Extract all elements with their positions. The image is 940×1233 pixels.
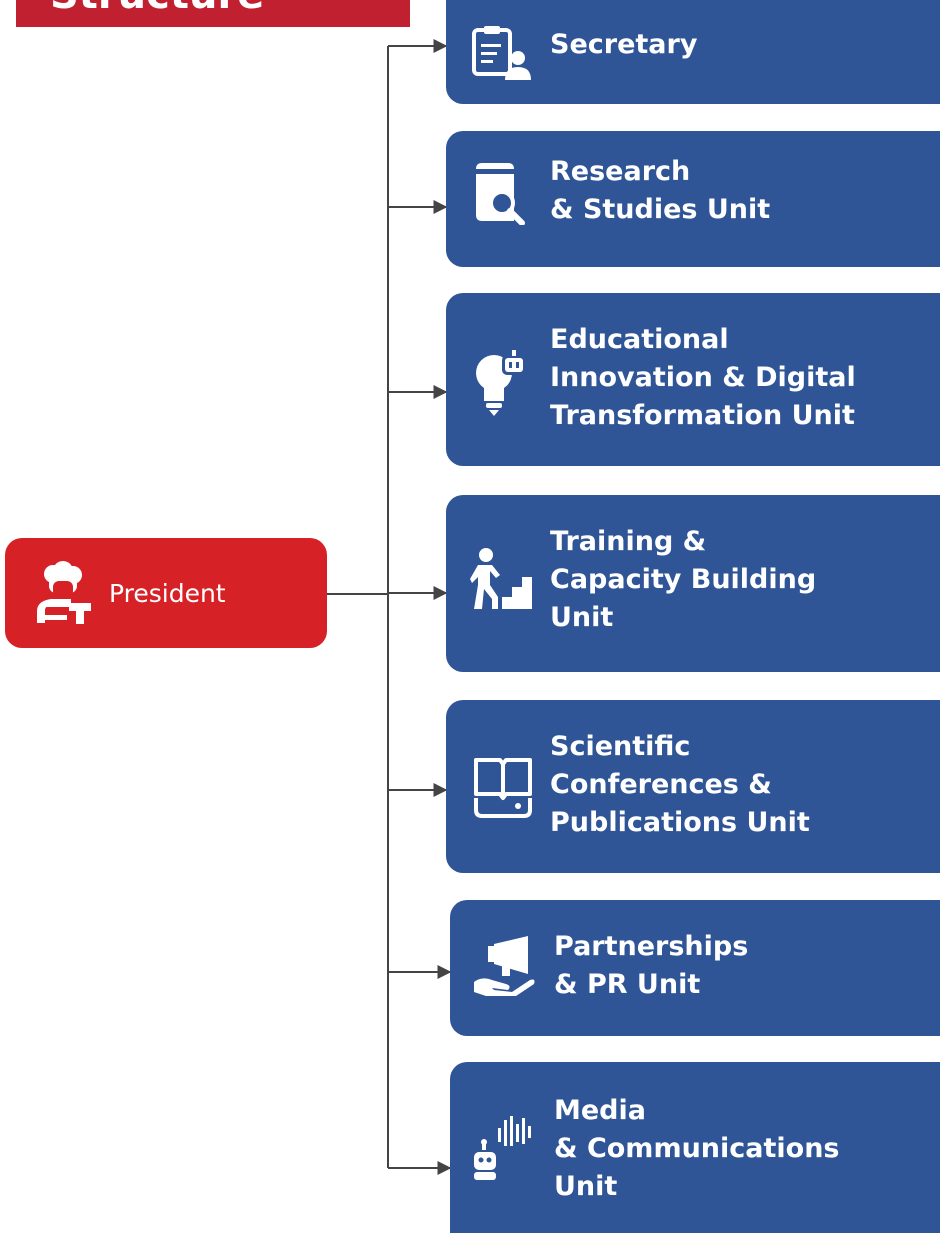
document-search-icon — [476, 163, 525, 225]
president-person-gavel-icon — [37, 561, 91, 624]
unit-secretary-label: Secretary — [550, 26, 697, 64]
president-node: President — [5, 538, 327, 648]
label-line: Conferences & — [550, 769, 772, 800]
label-line: Scientific — [550, 731, 691, 762]
unit-secretary: Secretary — [446, 0, 940, 104]
megaphone-hand-icon — [474, 936, 535, 996]
unit-partnerships: Partnerships & PR Unit — [450, 900, 940, 1036]
label-line: Transformation Unit — [550, 400, 855, 431]
unit-innovation-label: Educational Innovation & Digital Transfo… — [550, 321, 856, 435]
unit-training-label: Training & Capacity Building Unit — [550, 523, 816, 637]
unit-innovation: Educational Innovation & Digital Transfo… — [446, 293, 940, 466]
label-line: & Communications — [554, 1133, 840, 1164]
unit-partnerships-label: Partnerships & PR Unit — [554, 928, 748, 1004]
header-title-tab: Structure — [16, 0, 410, 27]
label-line: Unit — [554, 1171, 618, 1202]
unit-research: Research & Studies Unit — [446, 131, 940, 267]
label-line: Publications Unit — [550, 807, 810, 838]
unit-conferences: Scientific Conferences & Publications Un… — [446, 700, 940, 873]
label-line: & PR Unit — [554, 969, 701, 1000]
label-line: Media — [554, 1095, 646, 1126]
unit-media-label: Media & Communications Unit — [554, 1092, 840, 1206]
label-line: Training & — [550, 526, 707, 557]
lightbulb-robot-icon — [476, 350, 526, 416]
robot-soundwave-icon — [474, 1116, 531, 1180]
label-line: Partnerships — [554, 931, 749, 962]
unit-media: Media & Communications Unit — [450, 1062, 940, 1233]
open-book-tablet-icon — [474, 758, 532, 818]
unit-conferences-label: Scientific Conferences & Publications Un… — [550, 728, 810, 842]
label-line: & Studies Unit — [550, 194, 771, 225]
label-line: Capacity Building — [550, 564, 817, 595]
unit-training: Training & Capacity Building Unit — [446, 495, 940, 672]
label-line: Educational — [550, 324, 729, 355]
unit-research-label: Research & Studies Unit — [550, 153, 770, 229]
label-line: Innovation & Digital — [550, 362, 856, 393]
label-line: Secretary — [550, 29, 698, 60]
header-title: Structure — [50, 0, 264, 18]
person-climbing-stairs-icon — [470, 548, 532, 609]
clipboard-person-icon — [472, 26, 531, 80]
president-label: President — [109, 578, 226, 608]
label-line: Research — [550, 156, 691, 187]
label-line: Unit — [550, 602, 614, 633]
